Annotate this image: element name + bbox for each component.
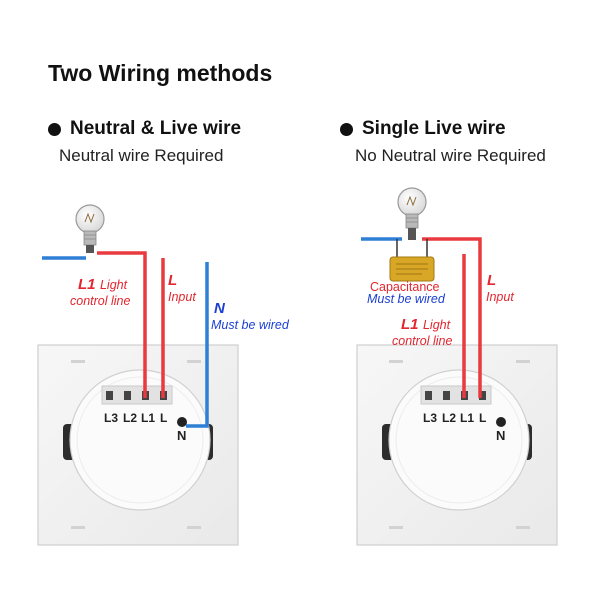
n-terminal-label: N (177, 428, 186, 443)
bullet-dot-icon (48, 122, 61, 136)
terminal-label: L1 (460, 411, 474, 425)
right-l1-label: L1 Light (401, 316, 450, 334)
l-letter: L (487, 272, 497, 289)
left-switch-panel (37, 344, 239, 546)
l1-text-a: Light (422, 318, 451, 332)
n-terminal-label: N (496, 428, 505, 443)
left-l-label: L (168, 272, 177, 290)
left-heading-text: Neutral & Live wire (70, 118, 242, 139)
right-l1-text-b: control line (392, 334, 453, 348)
terminal-label: L3 (104, 411, 118, 425)
left-n-label: N (214, 300, 225, 318)
l1-letter: L1 (401, 316, 419, 333)
right-l-label: L (487, 272, 496, 290)
switch-module (69, 369, 211, 511)
right-switch-panel (356, 344, 558, 546)
terminal-label: L (479, 411, 486, 425)
l1-text-a: Light (99, 278, 128, 292)
left-wires (42, 251, 209, 428)
bullet-dot-icon (340, 122, 353, 136)
left-subheading: Neutral wire Required (59, 146, 224, 165)
capacitance-text: Must be wired (367, 292, 445, 306)
left-l1-text-b: control line (70, 294, 131, 308)
terminal-label: L3 (423, 411, 437, 425)
right-l-text: Input (486, 290, 514, 304)
light-bulb-icon (397, 187, 427, 240)
capacitor-icon (389, 256, 435, 282)
terminal-label: L1 (141, 411, 155, 425)
left-terminal-labels: L3 L2 L1 L N (104, 411, 186, 443)
right-terminal-labels: L3 L2 L1 L N (423, 411, 505, 443)
switch-module (388, 369, 530, 511)
left-l-text: Input (168, 290, 196, 304)
n-terminal-icon (496, 417, 506, 427)
left-heading: Neutral & Live wire (48, 118, 241, 140)
terminal-label: L2 (123, 411, 137, 425)
light-bulb-icon (75, 204, 105, 253)
page-title: Two Wiring methods (48, 60, 273, 86)
n-letter: N (214, 300, 225, 317)
terminal-label: L2 (442, 411, 456, 425)
l1-letter: L1 (78, 276, 96, 293)
l-letter: L (168, 272, 178, 289)
right-subheading: No Neutral wire Required (355, 146, 546, 165)
left-l1-label: L1 Light (78, 276, 127, 294)
left-n-text: Must be wired (211, 318, 289, 332)
terminal-label: L (160, 411, 167, 425)
right-heading: Single Live wire (340, 118, 506, 140)
n-terminal-icon (177, 417, 187, 427)
right-heading-text: Single Live wire (362, 118, 506, 139)
right-wires (361, 237, 482, 398)
capacitance-title: Capacitance (370, 280, 440, 294)
